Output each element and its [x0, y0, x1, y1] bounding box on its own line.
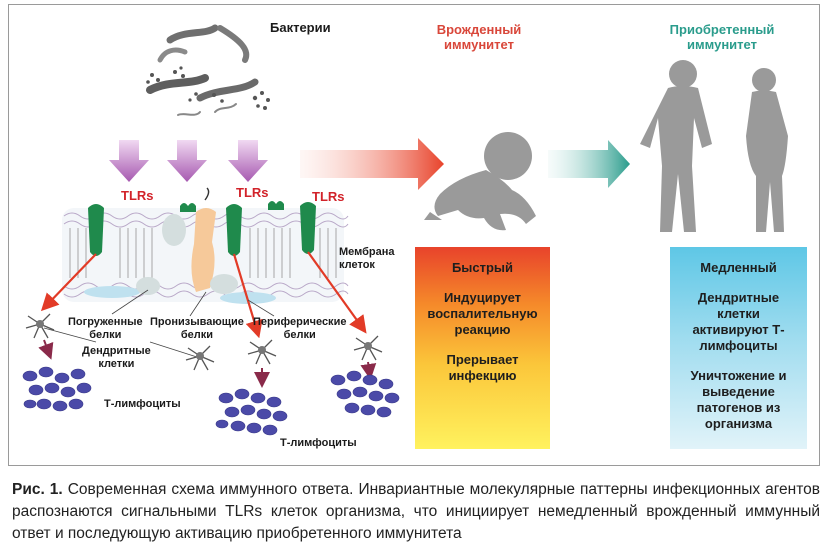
peripheral-line1: Периферические: [253, 316, 347, 328]
caption-prefix: Рис. 1.: [12, 481, 63, 498]
bacteria-label: Бактерии: [270, 20, 331, 35]
caption-text: Современная схема иммунного ответа. Инва…: [12, 481, 821, 542]
adaptive-item-dendritic: Дендритные клетки активируют Т-лимфоциты: [692, 290, 785, 353]
tlr-label-1: TLRs: [121, 188, 154, 203]
membrane-label-line1: Мембрана: [339, 246, 395, 258]
innate-immunity-box: Быстрый Индуцирует воспалительную реакци…: [415, 247, 550, 449]
t-lymphocytes-label-right: Т-лимфоциты: [280, 437, 357, 449]
submerged-proteins-label: Погруженные белки: [68, 316, 143, 342]
figure-caption: Рис. 1. Современная схема иммунного отве…: [12, 479, 820, 545]
penetrating-line1: Пронизывающие: [150, 316, 244, 328]
penetrating-line2: белки: [180, 329, 214, 341]
membrane-label-line2: клеток: [339, 259, 375, 271]
adaptive-item-slow: Медленный: [700, 260, 777, 275]
purple-arrows: [109, 140, 268, 182]
dendritic-cells: [25, 313, 383, 371]
dendritic-cells-label: Дендритные клетки: [82, 345, 151, 371]
progression-arrows: [300, 138, 630, 190]
tlr-label-3: TLRs: [312, 189, 345, 204]
protein-leader-lines: [43, 289, 275, 359]
innate-item-inflammation: Индуцирует воспалительную реакцию: [427, 290, 538, 337]
innate-header-line1: Врожденный: [436, 22, 522, 37]
innate-immunity-header: Врожденный иммунитет: [424, 22, 534, 52]
lymphocyte-cluster-middle: [215, 388, 288, 436]
dendritic-line1: Дендритные: [82, 345, 151, 357]
innate-item-stop-infection: Прерывает инфекцию: [446, 352, 519, 383]
t-lymphocyte-clusters: [22, 366, 400, 436]
activation-arrows: [38, 339, 377, 388]
innate-item-fast: Быстрый: [451, 260, 514, 275]
submerged-line1: Погруженные: [68, 316, 143, 328]
immune-diagram: [22, 24, 788, 436]
tlr-label-2: TLRs: [236, 185, 269, 200]
innate-header-line2: иммунитет: [444, 37, 514, 52]
adaptive-immunity-header: Приобретенный иммунитет: [660, 22, 784, 52]
baby-silhouette: [424, 132, 536, 231]
tlr-receptors: [88, 201, 316, 256]
t-lymphocytes-label-left: Т-лимфоциты: [104, 398, 181, 410]
adults-silhouette: [640, 60, 788, 232]
tlr-signal-arrows: [40, 251, 367, 339]
peripheral-proteins-label: Периферические белки: [253, 316, 346, 342]
lymphocyte-cluster-left: [22, 366, 92, 412]
dendritic-line2: клетки: [98, 358, 135, 370]
adaptive-immunity-box: Медленный Дендритные клетки активируют Т…: [670, 247, 807, 449]
adaptive-item-elimination: Уничтожение и выведение патогенов из орг…: [690, 368, 787, 431]
adaptive-header-line1: Приобретенный: [669, 22, 775, 37]
peripheral-line2: белки: [283, 329, 316, 341]
membrane-label: Мембрана клеток: [339, 246, 395, 272]
submerged-line2: белки: [89, 329, 122, 341]
adaptive-header-line2: иммунитет: [687, 37, 757, 52]
lymphocyte-cluster-right: [330, 370, 400, 418]
membrane-proteins: [136, 208, 238, 295]
bacteria-illustration: [146, 24, 270, 116]
penetrating-proteins-label: Пронизывающие белки: [150, 316, 244, 342]
